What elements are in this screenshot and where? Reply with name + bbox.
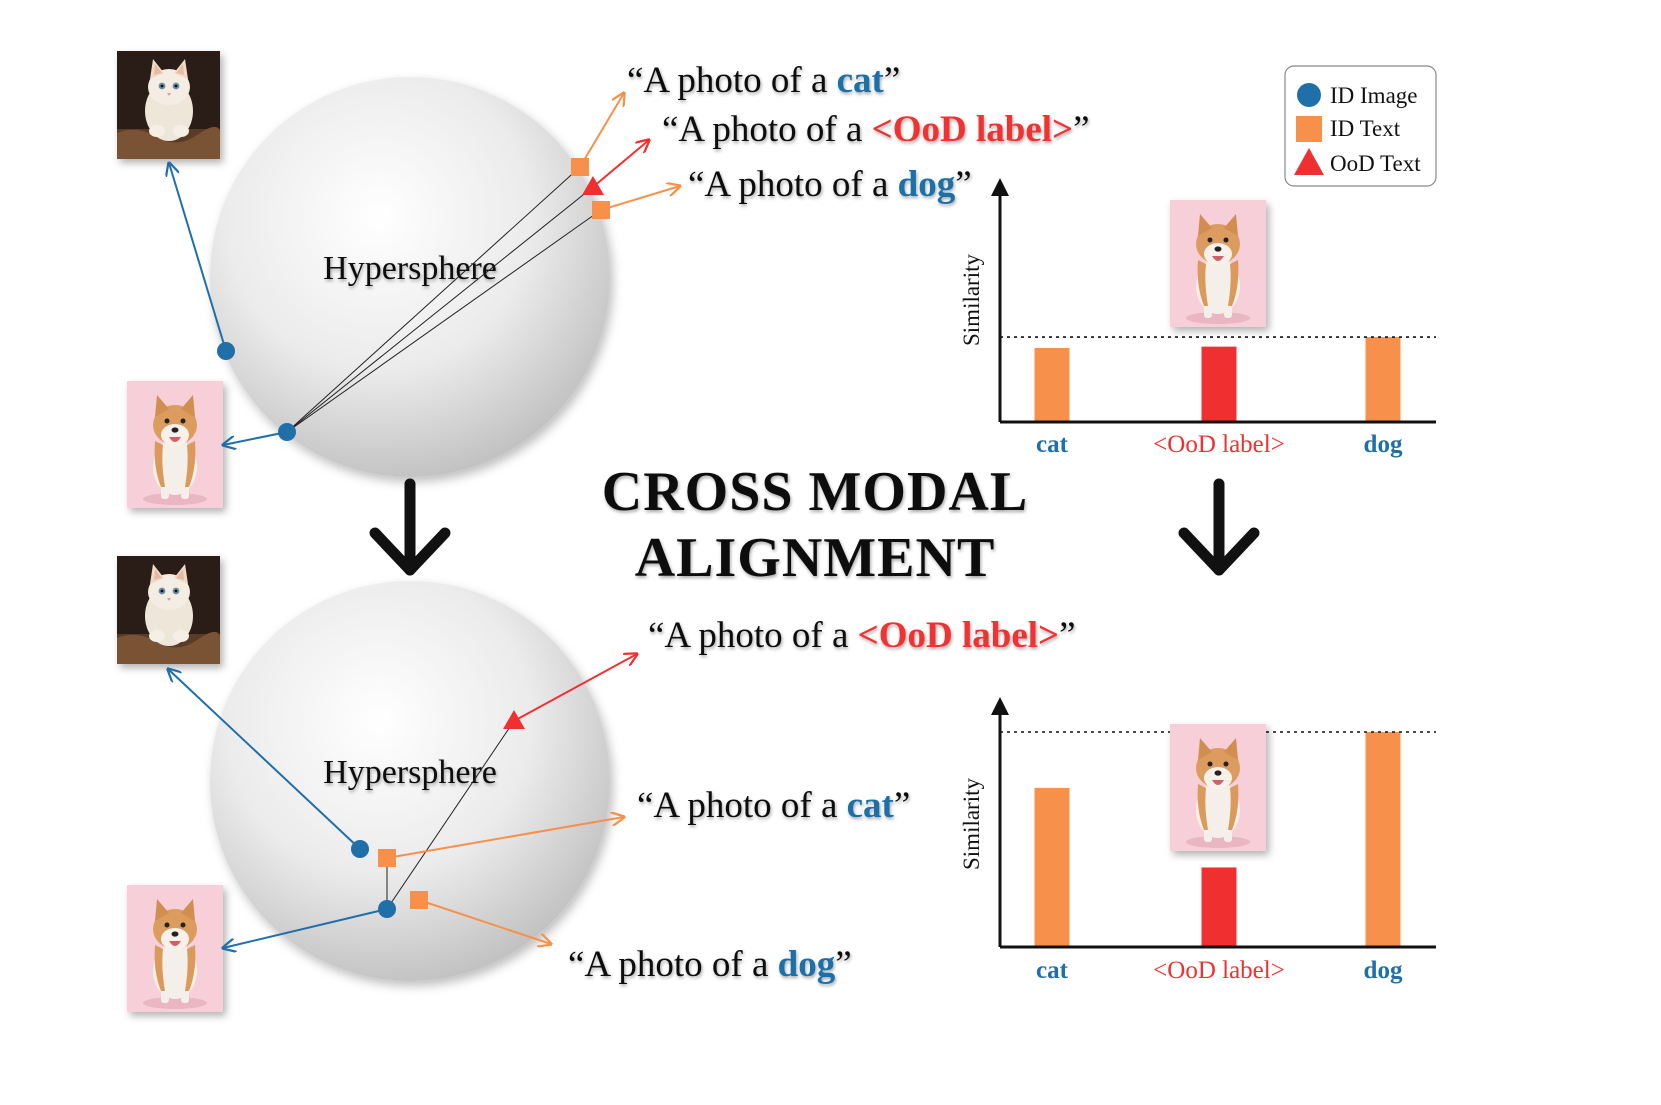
top-prompt-cat: “A photo of a cat” <box>627 60 900 101</box>
bottom-ood-text-arrow <box>513 654 637 722</box>
top-prompt-ood: “A photo of a <OoD label>” <box>662 109 1090 150</box>
bottom-hypersphere <box>210 581 610 981</box>
legend-ood-text-marker <box>1294 148 1324 175</box>
title-line-2: ALIGNMENT <box>635 527 996 589</box>
bottom-bar-1 <box>1201 867 1237 947</box>
bottom-prompt-cat: “A photo of a cat” <box>637 785 910 826</box>
bottom-tick-label-0: cat <box>1036 957 1069 984</box>
top-dog-text-arrow <box>600 186 680 211</box>
legend-id-text-label: ID Text <box>1330 116 1401 141</box>
top-prompt-dog: “A photo of a dog” <box>688 164 972 205</box>
down-arrow-right-icon <box>1178 478 1260 576</box>
bottom-cat-image-arrow <box>168 669 361 850</box>
top-cat-text-embedding <box>571 158 589 176</box>
bottom-y-axis-label: Similarity <box>959 778 984 871</box>
top-bar-2 <box>1365 337 1401 422</box>
bottom-chart-dog-image <box>1170 724 1266 851</box>
top-bar-0 <box>1034 348 1070 422</box>
top-tick-label-0: cat <box>1036 431 1069 458</box>
top-y-axis-arrow-icon <box>991 178 1009 196</box>
bottom-hypersphere-label: Hypersphere <box>323 754 497 791</box>
bottom-similarity-chart: Similarity cat <OoD label> dog <box>959 697 1436 984</box>
legend-ood-text-label: OoD Text <box>1330 151 1421 176</box>
top-bar-1 <box>1201 346 1237 422</box>
top-hypersphere-label: Hypersphere <box>323 250 497 287</box>
top-hypersphere <box>210 77 610 477</box>
legend: ID Image ID Text OoD Text <box>1284 65 1437 187</box>
top-similarity-chart: Similarity cat <OoD label> dog <box>959 178 1436 458</box>
bottom-dog-image-arrow <box>223 908 388 948</box>
top-link-line-ood <box>286 186 594 433</box>
bottom-panel: Hypersphere “A photo of a <OoD label>” “… <box>117 556 1076 1012</box>
top-tick-label-2: dog <box>1364 431 1403 458</box>
bottom-bar-2 <box>1365 732 1401 947</box>
legend-id-image-label: ID Image <box>1330 83 1418 108</box>
top-link-line-cat <box>286 166 581 433</box>
title-line-1: CROSS MODAL <box>602 461 1028 523</box>
bottom-link-line-ood <box>386 720 515 910</box>
top-dog-image-arrow <box>223 431 288 445</box>
top-y-axis-label: Similarity <box>959 254 984 347</box>
bottom-y-axis-arrow-icon <box>991 697 1009 715</box>
bottom-tick-label-2: dog <box>1364 957 1403 984</box>
bottom-prompt-ood: “A photo of a <OoD label>” <box>648 615 1076 656</box>
legend-id-text-marker <box>1296 116 1322 142</box>
bottom-bar-0 <box>1034 787 1070 947</box>
top-dog-image-embedding <box>278 423 296 441</box>
top-link-line-dog <box>286 209 602 433</box>
top-tick-label-1: <OoD label> <box>1153 431 1285 458</box>
top-dog-text-embedding <box>592 201 610 219</box>
legend-id-image-marker <box>1297 83 1321 107</box>
bottom-cat-image-embedding <box>351 840 369 858</box>
top-chart-dog-image <box>1170 200 1266 327</box>
bottom-dog-text-arrow <box>418 899 551 944</box>
top-cat-image <box>117 51 220 159</box>
bottom-prompt-dog: “A photo of a dog” <box>568 944 852 985</box>
bottom-ood-text-embedding <box>503 710 525 729</box>
bottom-tick-label-1: <OoD label> <box>1153 957 1285 984</box>
top-ood-text-embedding <box>582 176 604 195</box>
bottom-cat-text-arrow <box>386 817 624 859</box>
bottom-cat-image <box>117 556 220 664</box>
top-panel: Hypersphere “A photo of a cat” “A phot <box>117 51 1090 508</box>
down-arrow-left-icon <box>369 478 451 576</box>
top-dog-image <box>127 381 223 508</box>
top-cat-image-arrow <box>169 163 227 352</box>
bottom-cat-text-embedding <box>378 849 396 867</box>
bottom-dog-image <box>127 885 223 1012</box>
bottom-dog-image-embedding <box>378 900 396 918</box>
top-cat-text-arrow <box>579 93 624 168</box>
top-ood-text-arrow <box>592 140 649 188</box>
top-cat-image-embedding <box>217 342 235 360</box>
bottom-dog-text-embedding <box>410 891 428 909</box>
